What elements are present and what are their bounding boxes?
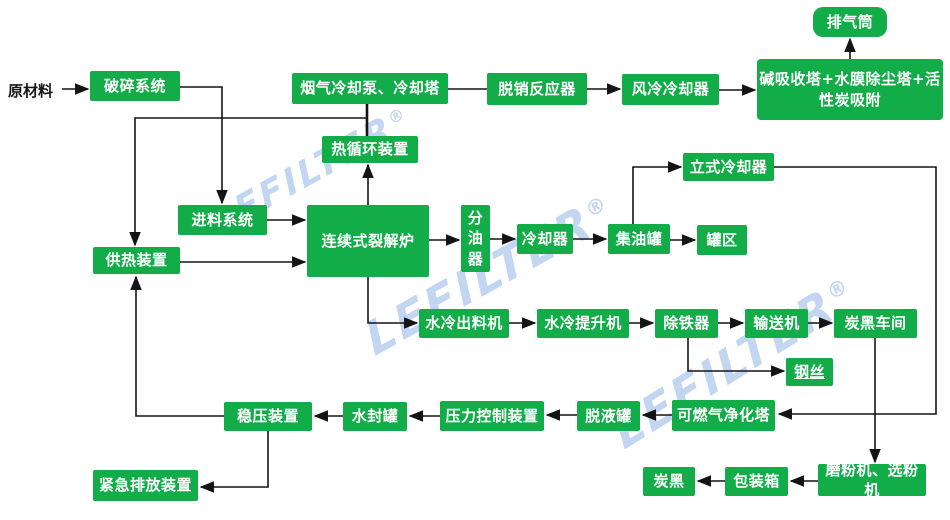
- node-water-cooled-discharger: 水冷出料机: [419, 309, 509, 338]
- node-pressure-stabilizer: 稳压装置: [224, 402, 312, 431]
- node-pressure-control-device: 压力控制装置: [440, 401, 544, 431]
- node-conveyor: 输送机: [745, 309, 808, 338]
- node-heat-circulation: 热循环装置: [322, 136, 418, 163]
- node-flue-gas-cooling: 烟气冷却泵、冷却塔: [292, 73, 448, 104]
- connector-group: [62, 37, 937, 493]
- connector-oiltank-to-verticalcooler: [632, 161, 683, 224]
- raw-material-label: 原材料: [8, 82, 54, 100]
- node-cooler: 冷却器: [517, 224, 573, 254]
- connector-crushing-to-feeding: [180, 86, 228, 205]
- node-emergency-discharge: 紧急排放装置: [93, 470, 198, 501]
- node-gas-purification-tower: 可燃气净化塔: [672, 400, 775, 431]
- node-iron-remover: 除铁器: [655, 309, 718, 338]
- connector-fluegas-branch-to-heating: [129, 117, 367, 247]
- node-air-cooled-cooler: 风冷冷却器: [622, 74, 719, 105]
- node-crushing-system: 破碎系统: [90, 71, 180, 101]
- node-packing-box: 包装箱: [725, 467, 788, 496]
- node-denox-reactor: 脱销反应器: [487, 73, 587, 105]
- node-alkali-absorption-tower: 碱吸收塔+水膜除尘塔+活性炭吸附: [757, 59, 943, 120]
- node-pyrolysis-furnace: 连续式裂解炉: [307, 205, 429, 277]
- node-carbon-black-workshop: 炭黑车间: [834, 309, 917, 338]
- node-oil-separator: 分油器: [461, 205, 490, 272]
- node-carbon-black: 炭黑: [643, 467, 695, 496]
- node-vertical-cooler: 立式冷却器: [683, 153, 774, 181]
- node-liquid-removal-tank: 脱液罐: [577, 401, 640, 431]
- connector-verticalcooler-to-purifier: [774, 166, 937, 420]
- node-exhaust-stack: 排气筒: [813, 7, 887, 37]
- connector-stabilizer-to-heating: [130, 275, 224, 417]
- node-tank-area: 罐区: [697, 225, 747, 255]
- node-water-cooled-elevator: 水冷提升机: [537, 309, 629, 338]
- node-feeding-system: 进料系统: [178, 205, 267, 235]
- connector-furnace-to-discharger: [367, 277, 419, 329]
- node-oil-collecting-tank: 集油罐: [608, 224, 670, 254]
- connector-stabilizer-to-emergency: [199, 431, 269, 493]
- node-grinder-classifier: 磨粉机、选粉机: [818, 461, 926, 499]
- node-water-seal-tank: 水封罐: [343, 402, 407, 431]
- node-heating-device: 供热装置: [93, 247, 180, 274]
- node-steel-wire: 钢丝: [786, 358, 833, 386]
- connector-ironremover-to-steelwire: [687, 338, 786, 377]
